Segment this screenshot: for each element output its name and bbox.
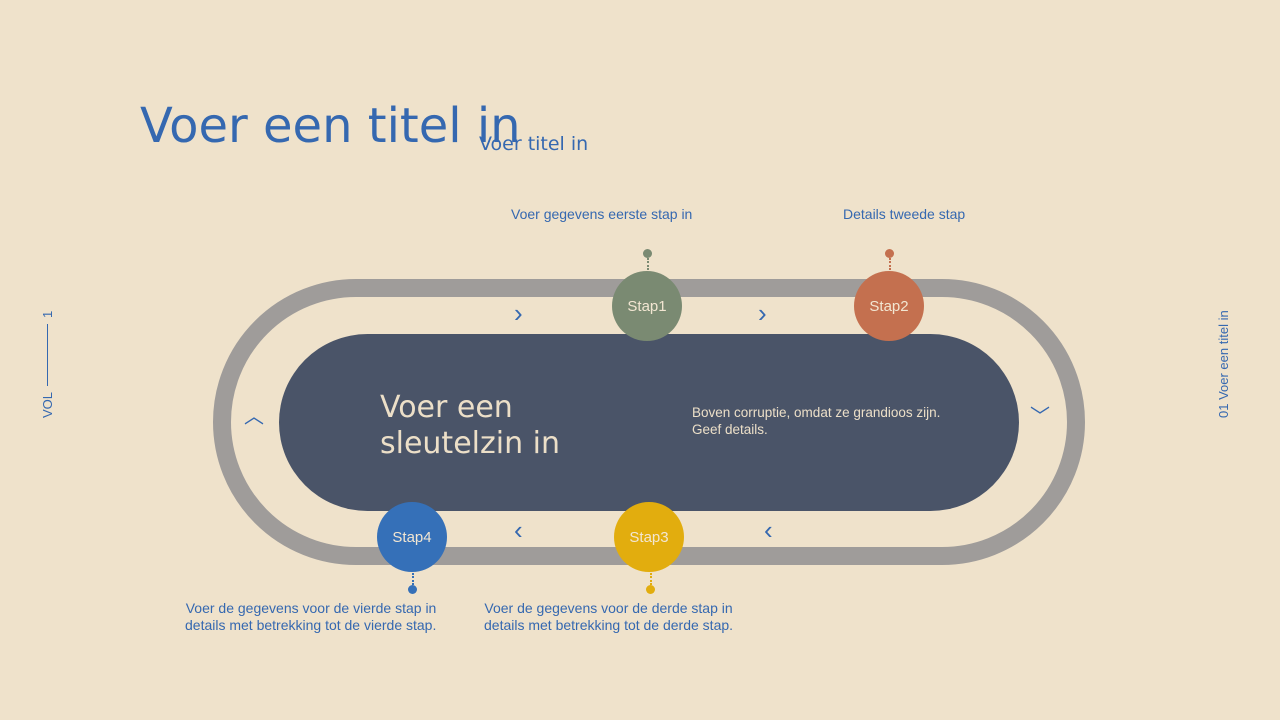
step4-connector xyxy=(412,573,414,585)
description-line: Boven corruptie, omdat ze grandioos zijn… xyxy=(692,405,941,420)
step1-marker-dot xyxy=(643,249,652,258)
key-phrase: Voer een sleutelzin in xyxy=(380,390,640,462)
step3-description: Voer de gegevens voor de derde stap in d… xyxy=(484,600,733,634)
page-subtitle: Voer titel in xyxy=(479,133,589,155)
step2-marker-dot xyxy=(885,249,894,258)
chevron-left-icon: ‹ xyxy=(514,515,523,545)
step4-description-line: Voer de gegevens voor de vierde stap in xyxy=(185,600,437,616)
chevron-right-icon: › xyxy=(514,298,523,328)
page-title: Voer een titel in xyxy=(140,98,521,154)
description-line: Geef details. xyxy=(692,422,768,437)
step1-description-line: Voer gegevens eerste stap in xyxy=(511,206,693,222)
volume-divider xyxy=(47,323,48,386)
chevron-down-icon: ﹀ xyxy=(1030,406,1050,428)
step3-connector xyxy=(650,573,652,585)
step3-description-line: Voer de gegevens voor de derde stap in xyxy=(484,600,733,616)
chevron-right-icon: › xyxy=(758,298,767,328)
volume-number: 1 xyxy=(40,310,55,318)
volume-prefix: VOL xyxy=(40,391,55,418)
center-panel xyxy=(279,334,1019,511)
step4-description: Voer de gegevens voor de vierde stap in … xyxy=(185,600,436,634)
center-description: Boven corruptie, omdat ze grandioos zijn… xyxy=(692,404,982,438)
step4-marker-dot xyxy=(408,585,417,594)
step1-description: Voer gegevens eerste stap in xyxy=(511,206,692,223)
step4-circle: Stap4 xyxy=(377,502,447,572)
step3-marker-dot xyxy=(646,585,655,594)
step4-description-line: details met betrekking tot de vierde sta… xyxy=(185,617,437,633)
key-phrase-line: sleutelzin in xyxy=(380,426,560,461)
step2-description: Details tweede stap xyxy=(843,206,965,223)
chevron-up-icon: ︿ xyxy=(244,406,264,428)
key-phrase-line: Voer een xyxy=(380,390,513,425)
step2-description-line: Details tweede stap xyxy=(843,206,966,222)
step3-circle: Stap3 xyxy=(614,502,684,572)
step2-circle: Stap2 xyxy=(854,271,924,341)
chevron-left-icon: ‹ xyxy=(764,515,773,545)
step2-connector xyxy=(889,258,891,270)
step1-connector xyxy=(647,258,649,270)
section-label: 01 Voer een titel in xyxy=(1216,310,1231,418)
volume-label: VOL 1 xyxy=(40,311,55,418)
step3-description-line: details met betrekking tot de derde stap… xyxy=(484,617,734,633)
step1-circle: Stap1 xyxy=(612,271,682,341)
